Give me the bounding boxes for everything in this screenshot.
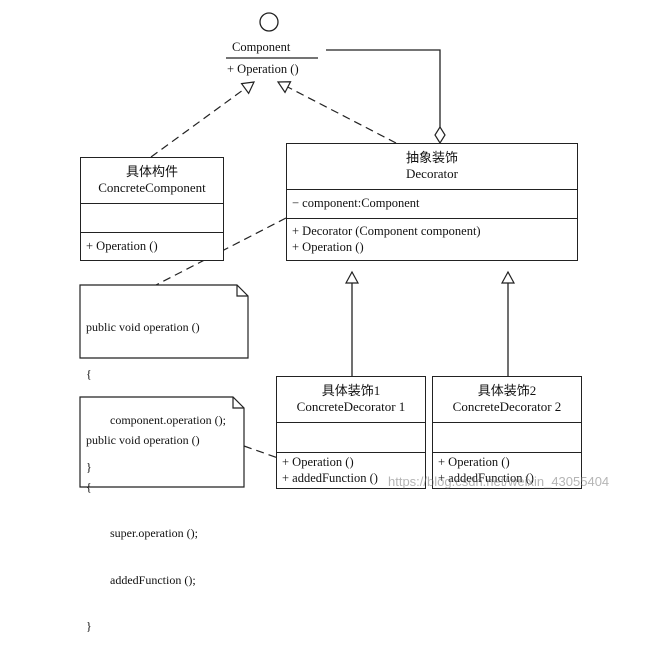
concrete-decorator-1-method: + addedFunction () [282, 471, 378, 485]
concrete-decorator-2-attributes [433, 422, 581, 452]
decorator-methods: + Decorator (Component component) + Oper… [287, 218, 577, 260]
diagram-connectors [79, 12, 650, 488]
decorator-header: 抽象装饰 Decorator [287, 144, 577, 189]
concrete-decorator-1-title-cn: 具体装饰1 [321, 383, 381, 398]
note-line: { [86, 366, 92, 381]
note-line: addedFunction (); [98, 572, 196, 587]
aggregation-diamond-icon [434, 125, 446, 145]
decorator-method: + Operation () [292, 240, 364, 254]
concrete-decorator-2-methods: + Operation () + addedFunction () [433, 452, 581, 488]
decorator-class: 抽象装饰 Decorator − component:Component + D… [286, 143, 578, 261]
note-decorator-shape [79, 284, 249, 359]
note-line: component.operation (); [98, 413, 226, 427]
concrete-decorator-1-class: 具体装饰1 ConcreteDecorator 1 + Operation ()… [276, 376, 426, 489]
note-line: public void operation () [86, 320, 200, 334]
note-line: super.operation (); [98, 526, 198, 540]
concrete-decorator-1-methods: + Operation () + addedFunction () [277, 452, 425, 488]
concrete-decorator-1-header: 具体装饰1 ConcreteDecorator 1 [277, 377, 425, 422]
concrete-decorator-1-title-en: ConcreteDecorator 1 [296, 399, 406, 414]
realization-decorator [278, 82, 397, 144]
concrete-decorator-2-title-cn: 具体装饰2 [477, 383, 537, 398]
note-line: public void operation () [86, 433, 200, 447]
note-concrete-fold [232, 397, 244, 409]
decorator-title-en: Decorator [406, 166, 458, 181]
realization-concrete-component [150, 82, 254, 158]
concrete-decorator-1-method: + Operation () [282, 455, 354, 469]
decorator-attributes: − component:Component [287, 189, 577, 218]
concrete-component-attributes [81, 203, 223, 232]
concrete-component-title-cn: 具体构件 [125, 164, 178, 179]
concrete-component-class: 具体构件 ConcreteComponent + Operation () [80, 157, 224, 261]
concrete-decorator-1-attributes [277, 422, 425, 452]
concrete-decorator-2-class: 具体装饰2 ConcreteDecorator 2 + Operation ()… [432, 376, 582, 489]
concrete-component-title-en: ConcreteComponent [98, 180, 206, 195]
component-name: Component [232, 40, 291, 54]
watermark-text: https://blog.csdn.net/weixin_43055404 [388, 474, 610, 489]
concrete-component-operation: + Operation () [86, 239, 158, 253]
note-concrete-code: public void operation () { super.operati… [86, 402, 200, 650]
concrete-component-header: 具体构件 ConcreteComponent [81, 158, 223, 203]
note-line: } [86, 619, 92, 633]
concrete-component-methods: + Operation () [81, 232, 223, 260]
decorator-title-cn: 抽象装饰 [405, 150, 458, 165]
concrete-decorator-2-header: 具体装饰2 ConcreteDecorator 2 [433, 377, 581, 422]
concrete-decorator-2-method: + addedFunction () [438, 471, 534, 485]
note-connector-decorator [155, 217, 287, 286]
component-operation: + Operation () [227, 62, 299, 76]
concrete-decorator-2-title-en: ConcreteDecorator 2 [452, 399, 562, 414]
note-connector-concrete [243, 445, 279, 459]
decorator-attribute: − component:Component [292, 196, 420, 210]
note-concrete-shape [79, 396, 245, 488]
aggregation-line [326, 49, 441, 127]
decorator-method: + Decorator (Component component) [292, 224, 481, 238]
note-line: { [86, 479, 92, 494]
interface-circle-icon [259, 12, 279, 32]
note-decorator-fold [236, 285, 248, 297]
note-line: } [86, 459, 92, 474]
concrete-decorator-2-method: + Operation () [438, 455, 510, 469]
note-decorator-code: public void operation () { component.ope… [86, 289, 226, 491]
